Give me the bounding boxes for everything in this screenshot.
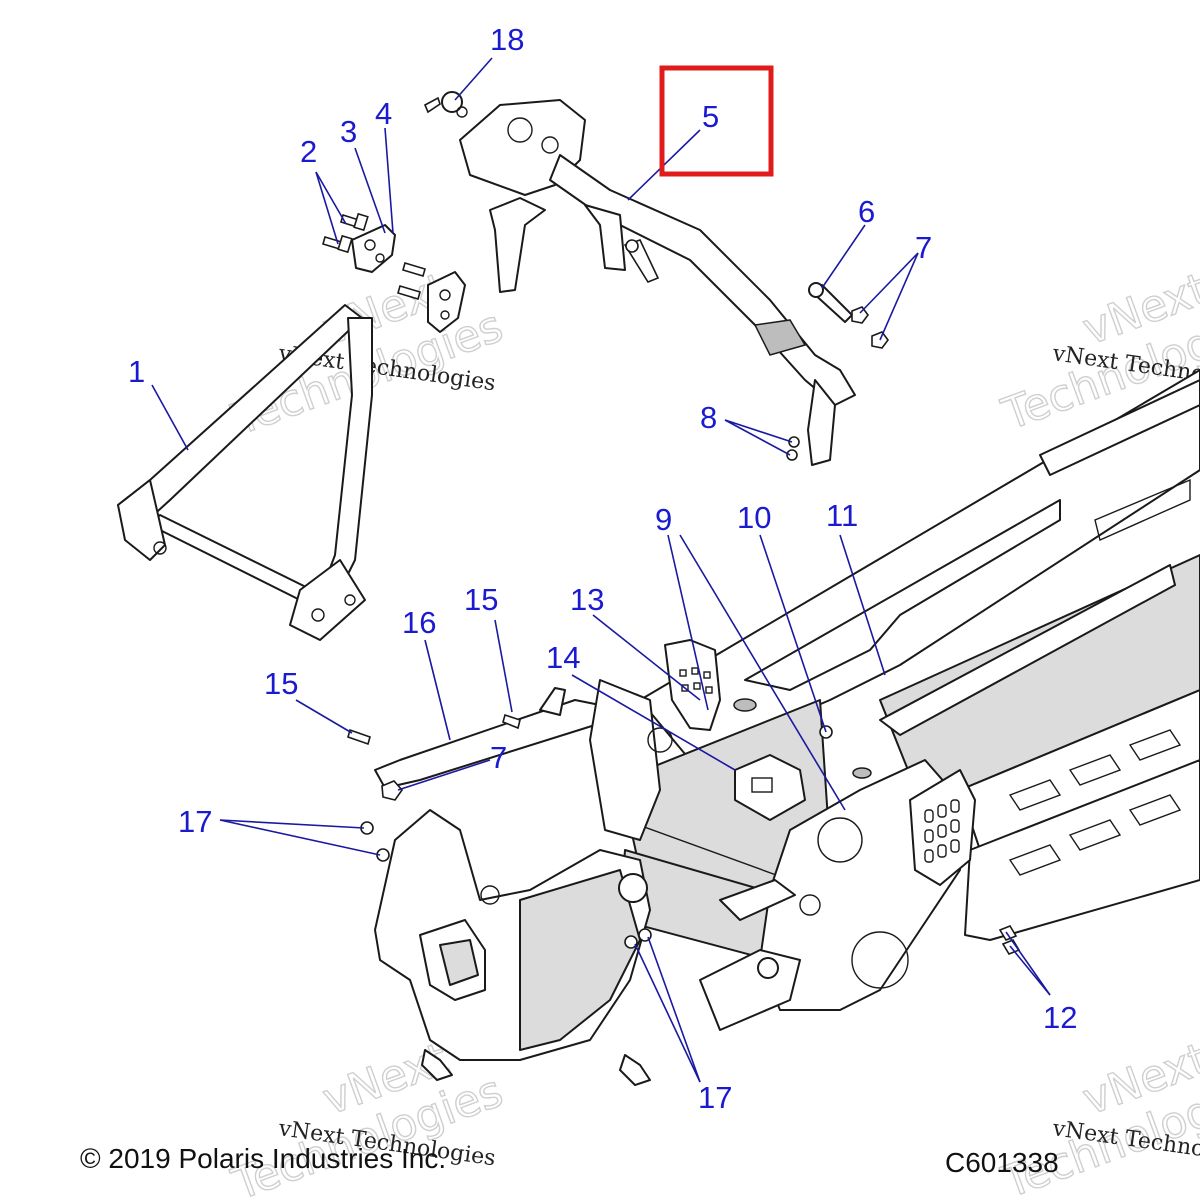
part-3-bracket[interactable] (351, 224, 396, 273)
callout-15-lower[interactable]: 15 (264, 666, 298, 701)
part-7-nut-lower[interactable] (381, 780, 404, 801)
rail-steps (1008, 729, 1182, 876)
callout-7-upper[interactable]: 7 (915, 230, 932, 265)
callout-4[interactable]: 4 (375, 96, 392, 131)
callout-6[interactable]: 6 (858, 194, 875, 229)
part-17-bolts-lower[interactable] (624, 928, 652, 949)
callout-7-lower[interactable]: 7 (490, 740, 507, 775)
callout-labels: 18 5 2 3 4 6 7 1 8 9 10 11 15 13 16 14 1… (128, 22, 1077, 1115)
part-6-link[interactable] (808, 282, 853, 323)
callout-5[interactable]: 5 (702, 99, 719, 134)
copyright-text: © 2019 Polaris Industries Inc. (80, 1143, 446, 1174)
part-13-holes (679, 667, 713, 694)
part-4-bracket[interactable] (427, 271, 466, 333)
front-bulkhead[interactable] (374, 679, 801, 1086)
part-13-bracket[interactable] (664, 639, 721, 731)
callout-10[interactable]: 10 (737, 500, 771, 535)
callout-9[interactable]: 9 (655, 502, 672, 537)
part-14-bracket[interactable] (734, 754, 806, 821)
callout-17-lower[interactable]: 17 (698, 1080, 732, 1115)
chassis-tunnel[interactable] (619, 369, 1200, 1011)
callout-15-upper[interactable]: 15 (464, 582, 498, 617)
callout-3[interactable]: 3 (340, 114, 357, 149)
part-18-clamp[interactable] (423, 91, 468, 118)
part-8-bolts[interactable] (786, 436, 800, 461)
callout-8[interactable]: 8 (700, 400, 717, 435)
callout-11[interactable]: 11 (826, 498, 858, 533)
callout-14[interactable]: 14 (546, 640, 580, 675)
part-1-front-strut[interactable] (117, 304, 373, 641)
callout-1[interactable]: 1 (128, 354, 145, 389)
part-7-nuts-upper[interactable] (851, 306, 889, 349)
part-17-bolts-upper[interactable] (360, 821, 390, 862)
part-5-upper-frame[interactable] (459, 99, 856, 466)
part-15-bolts[interactable] (347, 713, 521, 746)
leader-lines (151, 57, 1051, 1083)
part-2-bolts[interactable] (322, 212, 426, 300)
callout-16[interactable]: 16 (402, 605, 436, 640)
drawing-number: C601338 (945, 1147, 1059, 1178)
part-16-lower-link[interactable] (374, 687, 601, 789)
callout-18[interactable]: 18 (490, 22, 524, 57)
callout-17-upper[interactable]: 17 (178, 804, 212, 839)
grille-slots (924, 799, 960, 863)
callout-13[interactable]: 13 (570, 582, 604, 617)
highlight-box-part-5 (659, 65, 774, 177)
callout-12[interactable]: 12 (1043, 1000, 1077, 1035)
callout-2[interactable]: 2 (300, 134, 317, 169)
